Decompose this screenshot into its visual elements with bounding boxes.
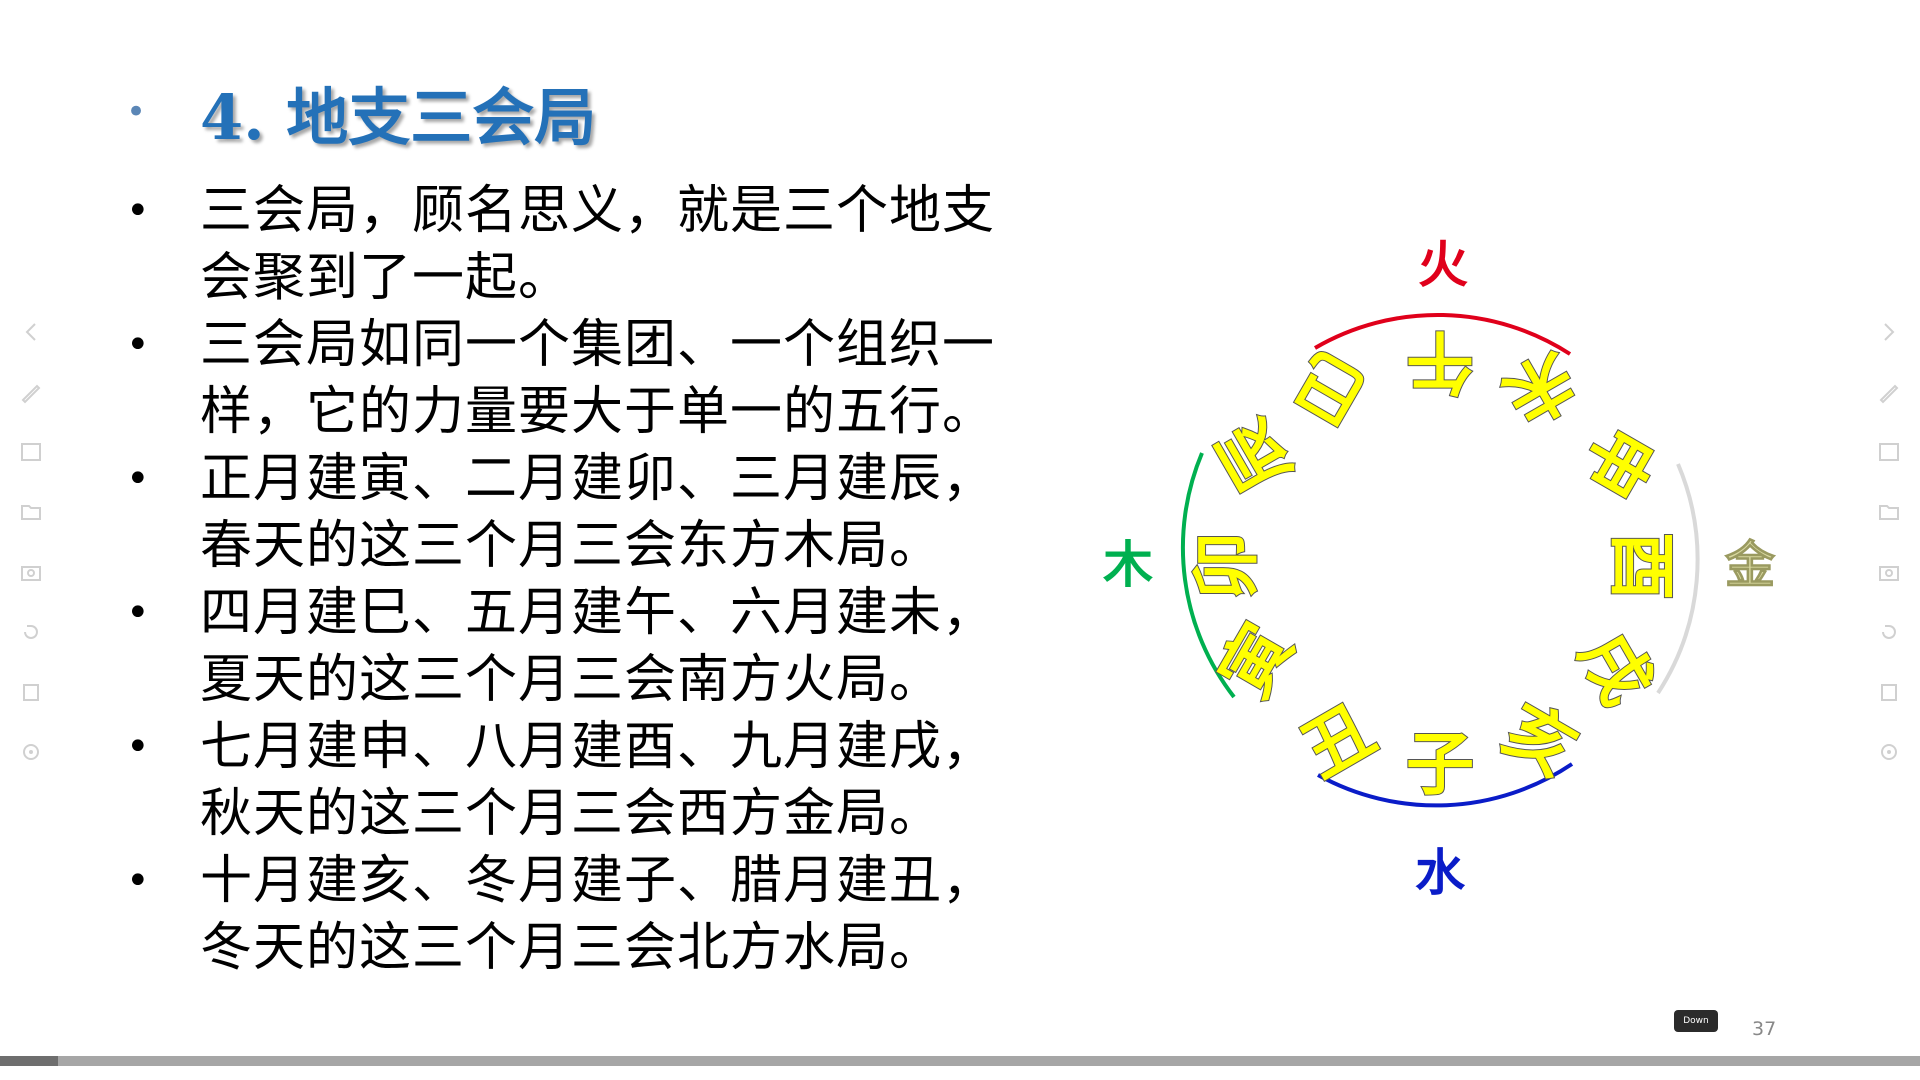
bullet-dot: • (126, 590, 150, 636)
element-water-label: 水 (1415, 844, 1466, 902)
branch-chou-char: 丑 (1290, 690, 1388, 792)
slide-title: 4. 地支三会局 (200, 81, 597, 154)
branch-yin-char: 寅 (1206, 612, 1308, 710)
water-arc (1317, 762, 1574, 808)
element-metal-label: 金 (1725, 536, 1776, 594)
settings-gear-icon[interactable] (19, 740, 43, 764)
bullet-item: • 三会局，顾名思义，就是三个地支 会聚到了一起。 (126, 178, 1066, 312)
bullet-line: 七月建申、八月建酉、九月建戌， (200, 717, 996, 777)
branch-si-char: 巳 (1282, 335, 1380, 437)
branch-mao: 卯 (1187, 531, 1268, 601)
slide-title-row: • 4. 地支三会局 (126, 72, 596, 154)
copy-icon[interactable] (1877, 680, 1901, 704)
forward-arrow-icon[interactable] (1877, 320, 1901, 344)
branch-mao-char: 卯 (1188, 532, 1267, 600)
bullet-dot: • (126, 322, 150, 368)
bullet-line: 冬天的这三个月三会北方水局。 (200, 918, 943, 978)
slides-icon[interactable] (19, 440, 43, 464)
title-bullet-dot: • (126, 92, 147, 132)
branch-yin: 寅 (1205, 611, 1309, 711)
branch-xu-char: 戌 (1563, 620, 1665, 718)
folder-icon[interactable] (19, 500, 43, 524)
branch-wei-char: 未 (1490, 335, 1588, 437)
bullet-item: • 三会局如同一个集团、一个组织一 样，它的力量要大于单一的五行。 (126, 312, 1066, 446)
branch-wu: 午 (1405, 320, 1475, 401)
bullet-dot: • (126, 456, 150, 502)
copy-icon[interactable] (19, 680, 43, 704)
camera-icon[interactable] (1877, 560, 1901, 584)
right-annotation-toolbar (1872, 320, 1906, 800)
element-wood-label: 木 (1103, 536, 1153, 594)
bullet-item: • 四月建巳、五月建午、六月建未， 夏天的这三个月三会南方火局。 (126, 580, 1066, 714)
page-number: 37 (1752, 1018, 1777, 1040)
bullet-line: 四月建巳、五月建午、六月建未， (200, 583, 996, 643)
pen-icon[interactable] (1877, 380, 1901, 404)
bullet-line: 秋天的这三个月三会西方金局。 (200, 784, 943, 844)
bullet-item: • 正月建寅、二月建卯、三月建辰， 春天的这三个月三会东方木局。 (126, 446, 1066, 580)
bullet-line: 春天的这三个月三会东方木局。 (200, 516, 943, 576)
pen-icon[interactable] (19, 380, 43, 404)
branch-chen-char: 辰 (1204, 406, 1306, 504)
branch-wei: 未 (1489, 334, 1589, 438)
slide-progress-fill (0, 1056, 58, 1066)
element-fire-label: 火 (1418, 236, 1468, 294)
bullet-dot: • (126, 188, 150, 234)
undo-icon[interactable] (19, 620, 43, 644)
folder-icon[interactable] (1877, 500, 1901, 524)
branch-shen: 申 (1564, 411, 1668, 511)
bullet-list: • 三会局，顾名思义，就是三个地支 会聚到了一起。 • 三会局如同一个集团、一个… (126, 178, 1066, 982)
fire-arc (1313, 312, 1572, 356)
down-button[interactable]: Down (1674, 1010, 1718, 1032)
undo-icon[interactable] (1877, 620, 1901, 644)
bullet-line: 会聚到了一起。 (200, 248, 572, 308)
bullet-line: 十月建亥、冬月建子、腊月建丑， (200, 851, 996, 911)
branch-chen: 辰 (1203, 405, 1307, 505)
branch-xu: 戌 (1562, 619, 1666, 719)
branch-you: 酉 (1600, 531, 1681, 601)
bullet-line: 三会局如同一个集团、一个组织一 (200, 315, 996, 375)
branch-zi: 子 (1405, 725, 1475, 806)
bullet-line: 正月建寅、二月建卯、三月建辰， (200, 449, 996, 509)
branch-shen-char: 申 (1565, 412, 1667, 510)
camera-icon[interactable] (19, 560, 43, 584)
branch-you-char: 酉 (1601, 532, 1680, 600)
bullet-item: • 十月建亥、冬月建子、腊月建丑， 冬天的这三个月三会北方水局。 (126, 848, 1066, 982)
branch-si: 巳 (1281, 334, 1381, 438)
branch-wu-char: 午 (1406, 321, 1474, 400)
branch-zi-char: 子 (1406, 726, 1474, 805)
left-annotation-toolbar (14, 320, 48, 800)
settings-gear-icon[interactable] (1877, 740, 1901, 764)
slide-progress-track (0, 1056, 1920, 1066)
bullet-item: • 七月建申、八月建酉、九月建戌， 秋天的这三个月三会西方金局。 (126, 714, 1066, 848)
bullet-line: 样，它的力量要大于单一的五行。 (200, 382, 996, 442)
bullet-dot: • (126, 724, 150, 770)
branch-hai: 亥 (1489, 689, 1589, 793)
branch-hai-char: 亥 (1490, 690, 1588, 792)
wood-arc (1180, 452, 1236, 699)
slides-icon[interactable] (1877, 440, 1901, 464)
metal-arc (1656, 463, 1700, 695)
branch-chou: 丑 (1289, 689, 1389, 793)
bullet-line: 夏天的这三个月三会南方火局。 (200, 650, 943, 710)
bullet-line: 三会局，顾名思义，就是三个地支 (200, 181, 996, 241)
bullet-dot: • (126, 858, 150, 904)
back-arrow-icon[interactable] (19, 320, 43, 344)
